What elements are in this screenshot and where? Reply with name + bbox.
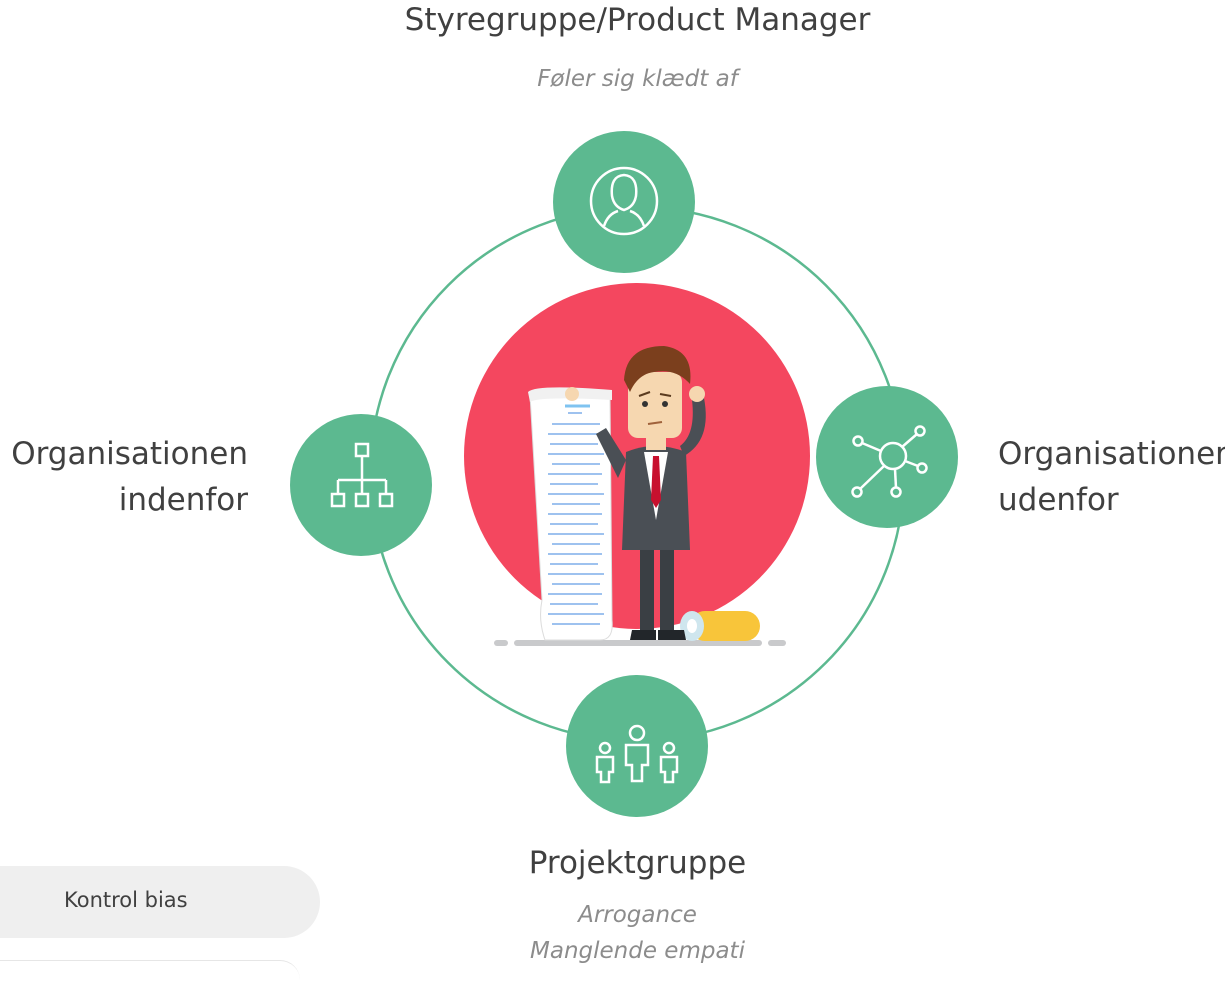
right-label-line2: udenfor (998, 482, 1119, 518)
next-tag-edge (0, 960, 300, 981)
left-stakeholder-label: Organisationen indenfor (11, 431, 248, 523)
person-icon (589, 166, 659, 236)
confused-businessman-illustration (494, 346, 786, 646)
right-stakeholder-label: Organisationer udenfor (998, 431, 1225, 523)
org-chart-icon (330, 442, 394, 508)
bottom-stakeholder-subtitle: Arrogance Manglende empati (0, 897, 1225, 969)
right-label-line1: Organisationer (998, 436, 1225, 472)
bottom-stakeholder-title: Projektgruppe (528, 845, 747, 881)
bottom-subtitle-line1: Arrogance (578, 902, 697, 928)
left-label-line1: Organisationen (11, 436, 248, 472)
bottom-subtitle-line2: Manglende empati (530, 938, 745, 964)
bottom-node (566, 675, 708, 817)
top-stakeholder-title: Styregruppe/Product Manager (404, 2, 871, 38)
kontrol-bias-label: Kontrol bias (64, 888, 188, 912)
top-node (553, 131, 695, 273)
kontrol-bias-tag[interactable]: Kontrol bias (0, 866, 320, 938)
top-stakeholder-subtitle: Føler sig klædt af (537, 66, 738, 92)
left-label-line2: indenfor (118, 482, 248, 518)
right-node (816, 386, 958, 528)
team-icon (595, 724, 679, 784)
left-node (290, 414, 432, 556)
network-icon (851, 425, 928, 498)
